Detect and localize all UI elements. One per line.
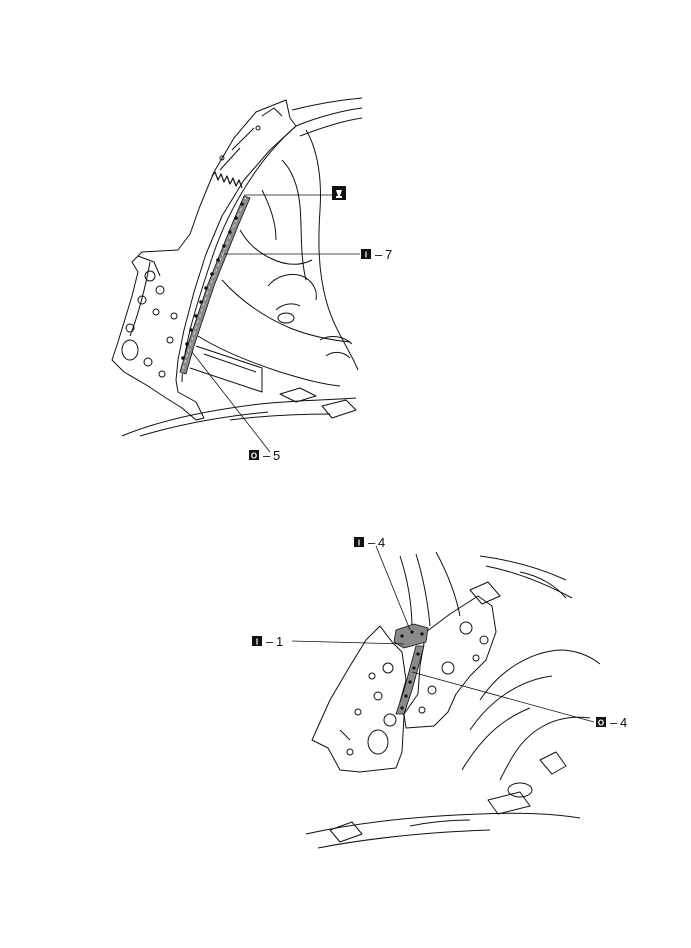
badge-letter: O — [598, 719, 604, 728]
callout-i-7: I – 7 — [361, 247, 392, 262]
leader-line — [291, 640, 405, 645]
leader-line — [411, 671, 595, 723]
callout-dash: – — [263, 448, 271, 463]
badge-letter: I — [358, 539, 360, 548]
inner-badge-icon — [252, 636, 262, 646]
callout-dash: – — [375, 247, 383, 262]
callout-number: 4 — [378, 535, 385, 550]
outer-badge-icon — [249, 450, 259, 460]
callout-o-5: O – 5 — [249, 448, 280, 463]
callout-dash: – — [610, 715, 618, 730]
figure-1-callouts: I – 7 O – 5 — [191, 186, 392, 463]
inner-badge-icon — [354, 537, 364, 547]
callout-i-4: I – 4 — [354, 535, 385, 550]
callout-dash: – — [266, 634, 274, 649]
callout-number: 4 — [620, 715, 627, 730]
callout-number: 7 — [385, 247, 392, 262]
callout-number: 1 — [276, 634, 283, 649]
figure-2-callouts: I – 4 I – 1 O – 4 — [252, 535, 627, 730]
badge-letter: O — [251, 452, 257, 461]
figure-1-pillar-illustration — [111, 97, 363, 437]
badge-letter: I — [365, 251, 367, 260]
weld-symbol-icon — [332, 186, 346, 200]
outer-badge-icon — [596, 717, 606, 727]
callout-i-1: I – 1 — [252, 634, 283, 649]
inner-badge-icon — [361, 249, 371, 259]
callout-number: 5 — [273, 448, 280, 463]
figure-2-pillar-illustration — [305, 551, 601, 849]
leader-line — [375, 545, 411, 631]
callout-dash: – — [368, 535, 376, 550]
badge-letter: I — [256, 638, 258, 647]
callout-o-4: O – 4 — [596, 715, 627, 730]
leader-line — [191, 351, 271, 453]
